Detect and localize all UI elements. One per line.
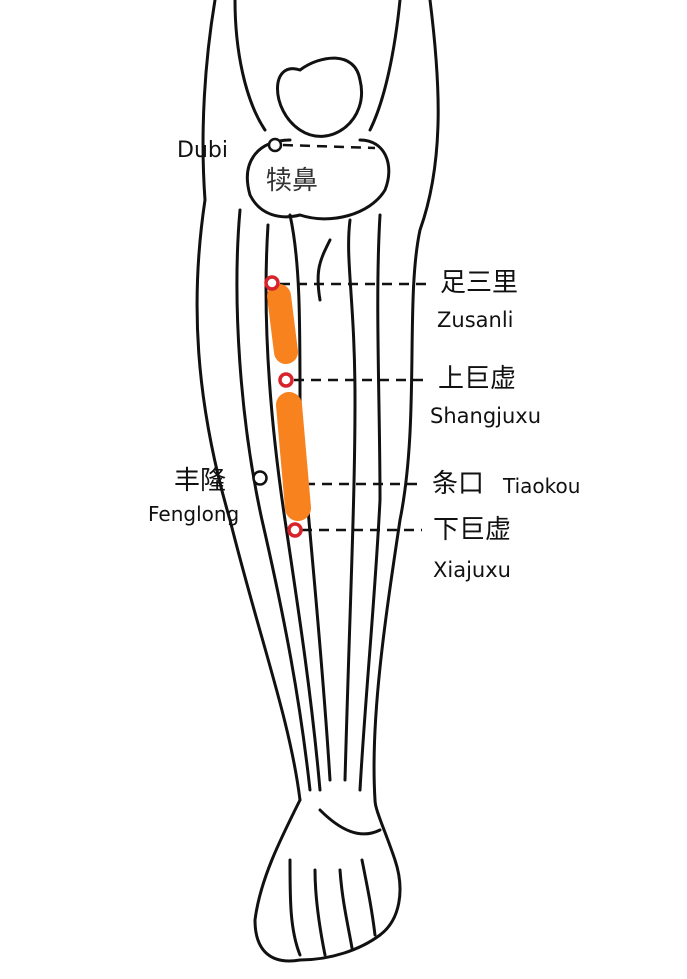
- leader-line-dubi: [282, 143, 376, 150]
- zusanli-point-marker: [264, 275, 280, 291]
- foot-outline: [253, 798, 402, 963]
- highlight-segment-upper: [267, 284, 298, 364]
- tiaokou-label-cn: 条口: [432, 469, 485, 499]
- xiajuxu-label-cn: 下巨虚: [433, 515, 512, 545]
- tiaokou-label-en: Tiaokou: [503, 474, 581, 498]
- shangjuxu-point-marker: [278, 372, 294, 388]
- zusanli-label-en: Zusanli: [437, 308, 514, 332]
- highlight-segment-lower: [276, 392, 311, 521]
- fenglong-label-cn: 丰隆: [174, 466, 227, 496]
- dubi-label-en: Dubi: [177, 138, 228, 163]
- leg-outline-left: [195, 0, 302, 802]
- xiajuxu-label-en: Xiajuxu: [433, 558, 511, 582]
- shangjuxu-label-cn: 上巨虚: [438, 364, 517, 394]
- leg-outline-right: [372, 0, 440, 802]
- shangjuxu-label-en: Shangjuxu: [430, 404, 542, 428]
- patella: [276, 56, 363, 138]
- fenglong-label-en: Fenglong: [148, 502, 240, 526]
- dubi-point-marker: [267, 137, 283, 153]
- xiajuxu-point-marker: [287, 522, 303, 538]
- fenglong-point-marker: [252, 470, 268, 486]
- dubi-label-cn: 犊鼻: [266, 166, 319, 196]
- zusanli-label-cn: 足三里: [440, 268, 519, 298]
